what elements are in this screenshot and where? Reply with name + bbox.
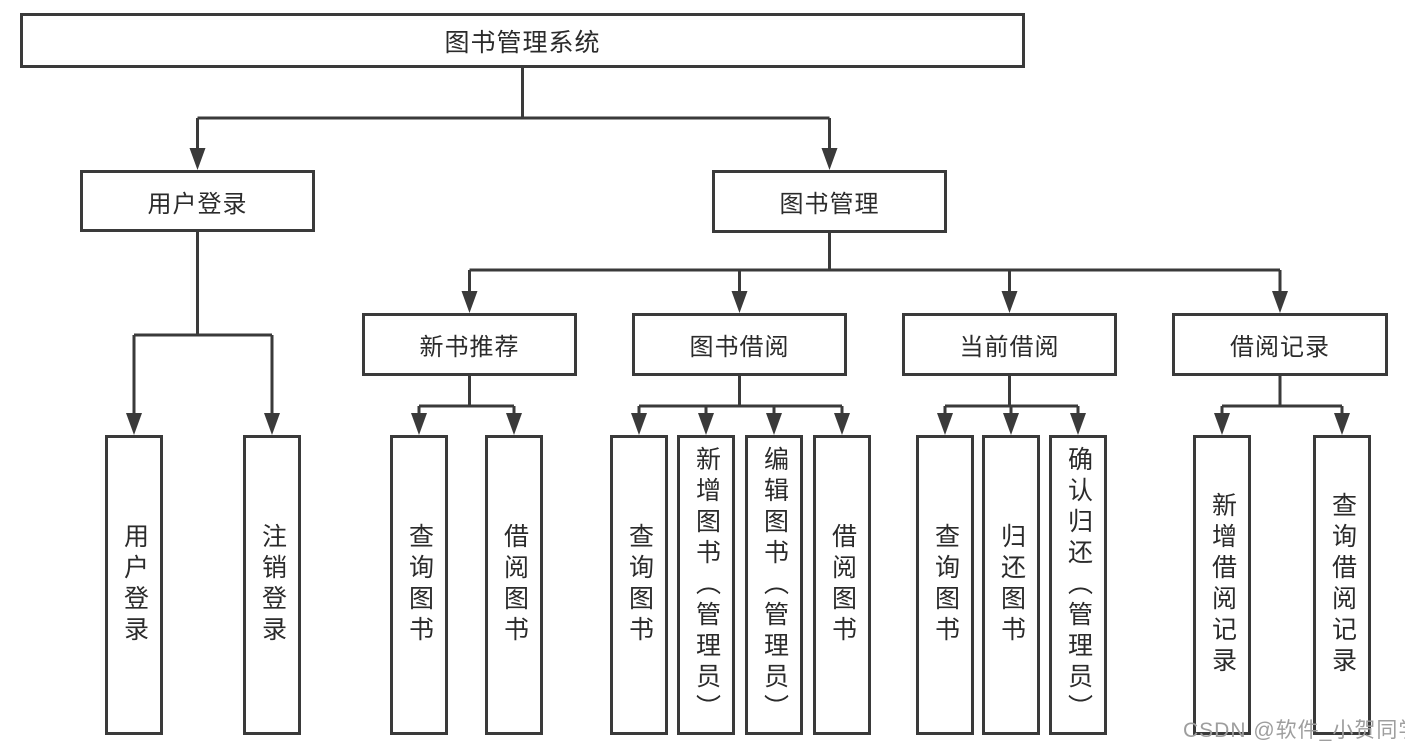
node-leaf-query-borrow-record: 查询借阅记录 xyxy=(1313,435,1371,735)
node-leaf-return-book-label: 归还图书 xyxy=(997,523,1026,647)
node-leaf-query-borrow-record-label: 查询借阅记录 xyxy=(1328,492,1357,678)
node-leaf-add-borrow-record-label: 新增借阅记录 xyxy=(1208,492,1237,678)
node-current-borrowing: 当前借阅 xyxy=(902,313,1117,376)
node-leaf-edit-book-admin: 编辑图书（管理员） xyxy=(745,435,803,735)
node-leaf-add-borrow-record: 新增借阅记录 xyxy=(1193,435,1251,735)
node-book-borrowing: 图书借阅 xyxy=(632,313,847,376)
node-leaf-borrow-books-recommend: 借阅图书 xyxy=(485,435,543,735)
node-book-borrowing-label: 图书借阅 xyxy=(689,334,790,361)
node-leaf-confirm-return-admin: 确认归还（管理员） xyxy=(1049,435,1107,735)
node-leaf-query-books-borrowing-label: 查询图书 xyxy=(625,523,654,647)
node-leaf-return-book: 归还图书 xyxy=(982,435,1040,735)
node-borrowing-records-label: 借阅记录 xyxy=(1230,334,1330,361)
node-leaf-borrow-books-recommend-label: 借阅图书 xyxy=(500,523,529,647)
node-user-login: 用户登录 xyxy=(80,170,315,232)
node-leaf-logout: 注销登录 xyxy=(243,435,301,735)
node-leaf-add-book-admin: 新增图书（管理员） xyxy=(677,435,735,735)
node-leaf-query-books-current: 查询图书 xyxy=(916,435,974,735)
node-new-book-recommend: 新书推荐 xyxy=(362,313,577,376)
node-leaf-borrow-books-borrowing-label: 借阅图书 xyxy=(828,523,857,647)
node-borrowing-records: 借阅记录 xyxy=(1172,313,1388,376)
watermark: CSDN @软件_小贺同学 xyxy=(1183,719,1405,742)
root-to-level2-connectors xyxy=(196,68,831,148)
node-root: 图书管理系统 xyxy=(20,13,1025,68)
node-user-login-label: 用户登录 xyxy=(147,190,248,218)
node-leaf-query-books-recommend: 查询图书 xyxy=(390,435,448,735)
user-login-to-children-connectors xyxy=(132,232,274,413)
node-book-management-label: 图书管理 xyxy=(779,191,880,218)
node-leaf-query-books-current-label: 查询图书 xyxy=(931,523,960,647)
node-leaf-edit-book-admin-label: 编辑图书（管理员） xyxy=(760,445,789,725)
node-leaf-query-books-borrowing: 查询图书 xyxy=(610,435,668,735)
book-management-to-level3-connectors xyxy=(468,233,1282,291)
level3-to-leaf-connectors xyxy=(417,376,1344,413)
node-current-borrowing-label: 当前借阅 xyxy=(959,334,1060,361)
node-book-management: 图书管理 xyxy=(712,170,947,233)
node-new-book-recommend-label: 新书推荐 xyxy=(419,334,520,361)
node-leaf-user-login: 用户登录 xyxy=(105,435,163,735)
node-leaf-query-books-recommend-label: 查询图书 xyxy=(405,523,434,647)
node-root-label: 图书管理系统 xyxy=(444,28,601,57)
node-leaf-logout-label: 注销登录 xyxy=(258,523,287,647)
node-leaf-add-book-admin-label: 新增图书（管理员） xyxy=(692,445,721,725)
node-leaf-borrow-books-borrowing: 借阅图书 xyxy=(813,435,871,735)
node-leaf-user-login-label: 用户登录 xyxy=(120,523,149,647)
node-leaf-confirm-return-admin-label: 确认归还（管理员） xyxy=(1064,445,1093,725)
